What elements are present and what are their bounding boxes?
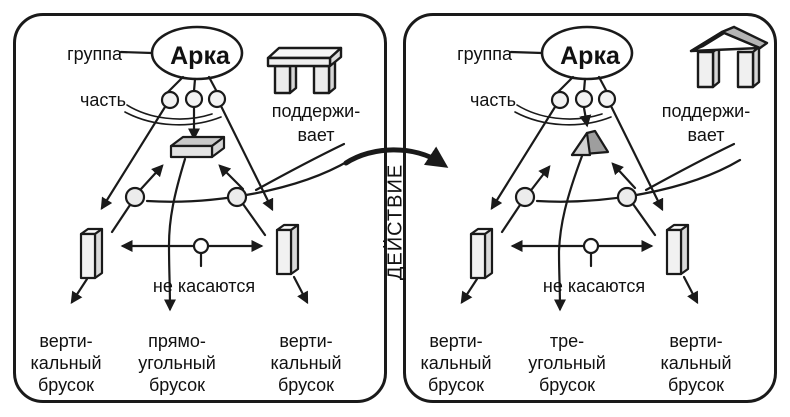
supports-node xyxy=(226,186,248,208)
right-post-label-arrow xyxy=(292,275,309,305)
part-to-right-post-arrow xyxy=(219,104,274,212)
left-post-glyph xyxy=(79,227,104,280)
part-pointer-arc xyxy=(516,104,603,120)
part-to-right-post-arrow xyxy=(609,104,664,212)
rectangular-bar-glyph xyxy=(169,135,226,159)
part-to-lintel-arrow xyxy=(579,106,592,128)
right-post-glyph xyxy=(665,223,690,276)
supports-node xyxy=(616,186,638,208)
part-pointer-arc xyxy=(514,111,612,126)
left-post-label-arrow xyxy=(70,277,89,305)
part-to-left-post-arrow xyxy=(490,105,557,211)
before-panel: группа Арка часть поддержи-вает не касаю… xyxy=(13,13,387,403)
part-node xyxy=(597,89,617,109)
supports-pointer-arc xyxy=(145,158,352,203)
support-to-lintel-arrow xyxy=(530,165,551,191)
left-post-glyph xyxy=(469,227,494,280)
part-pointer-arc xyxy=(126,104,213,120)
after-network-graphic xyxy=(460,25,769,312)
concept-label: Арка xyxy=(170,42,230,70)
not-touch-node xyxy=(582,237,600,255)
support-to-lintel-arrow xyxy=(611,162,637,190)
table-icon xyxy=(266,46,343,95)
before-network-graphic xyxy=(70,25,352,312)
support-to-lintel-arrow xyxy=(218,164,245,191)
part-node xyxy=(550,90,570,110)
supports-node xyxy=(124,186,146,208)
part-node xyxy=(160,90,180,110)
part-node xyxy=(184,89,204,109)
right-post-glyph xyxy=(275,223,300,276)
group-label: группа xyxy=(67,44,122,64)
supports-pointer-arc xyxy=(535,158,742,203)
group-link-line xyxy=(509,50,544,55)
part-node xyxy=(207,89,227,109)
supports-label: поддержи-вает xyxy=(271,101,361,145)
action-label: ДЕЙСТВИЕ xyxy=(384,163,407,281)
left-post-label-arrow xyxy=(460,277,479,305)
supports-pointer-arc xyxy=(254,142,346,192)
arch-icon xyxy=(689,25,769,89)
supports-pointer-arc xyxy=(644,142,736,192)
supports-node xyxy=(514,186,536,208)
part-pointer-arc xyxy=(124,111,222,126)
part-label: часть xyxy=(469,90,516,110)
part-to-left-post-arrow xyxy=(100,105,167,211)
after-panel: группа Арка часть поддержи-вает не касаю… xyxy=(403,13,777,403)
part-node xyxy=(574,89,594,109)
part-label: часть xyxy=(79,90,126,110)
concept-label: Арка xyxy=(560,42,620,70)
group-label: группа xyxy=(457,44,512,64)
group-link-line xyxy=(119,50,154,55)
support-to-lintel-arrow xyxy=(139,164,164,191)
supports-label: поддержи-вает xyxy=(661,101,751,145)
not-touch-node xyxy=(192,237,210,255)
triangular-bar-glyph xyxy=(570,129,610,157)
right-post-label-arrow xyxy=(682,275,699,305)
not-touch-label: не касаются xyxy=(542,276,646,296)
not-touch-label: не касаются xyxy=(152,276,256,296)
